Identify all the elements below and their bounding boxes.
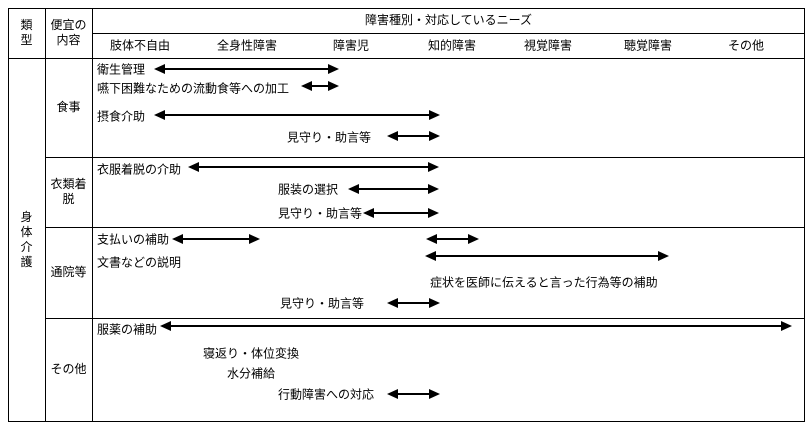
column-header-4: 知的障害 [427,38,477,53]
column-header-3: 障害児 [332,38,370,53]
type-header-cell: 類型 [8,8,45,58]
need-item-label: 見守り・助言等 [280,296,365,311]
range-arrow [154,64,339,74]
category-label: 食事 [56,100,81,114]
need-item-label: 支払いの補助 [97,232,170,247]
need-item-label: 水分補給 [227,366,276,381]
grid-hline-section [45,157,805,158]
range-arrow [387,298,440,308]
column-header-6: 聴覚障害 [623,38,673,53]
range-arrow [301,81,339,91]
needs-header-label: 障害種別・対応しているニーズ [364,13,533,27]
need-item-label: 症状を医師に伝えると言った行為等の補助 [430,275,658,290]
needs-header-cell: 障害種別・対応しているニーズ [92,8,805,33]
grid-vline-type [45,8,46,422]
need-item-label: 見守り・助言等 [287,130,372,145]
range-arrow [348,184,439,194]
range-arrow [426,234,479,244]
range-arrow [425,251,669,261]
category-label: 通院等 [50,265,87,279]
need-item-label: 寝返り・体位変換 [203,346,300,361]
need-item-label: 見守り・助言等 [278,206,363,221]
need-item-label: 摂食介助 [97,109,146,124]
range-arrow [172,234,260,244]
type-header-label: 類型 [20,18,33,47]
category-cell: 通院等 [45,227,92,318]
content-header-label: 便宜の内容 [50,18,87,47]
category-label: その他 [50,362,87,376]
need-item-label: 行動障害への対応 [278,387,375,402]
table-outline [8,8,805,422]
grid-vline-content [92,8,93,422]
range-arrow [188,162,439,172]
column-header-7: その他 [727,38,765,53]
range-arrow [363,208,439,218]
range-arrow [154,110,440,120]
category-cell: 食事 [45,58,92,157]
need-item-label: 文書などの説明 [97,255,182,270]
content-header-cell: 便宜の内容 [45,8,92,58]
column-header-5: 視覚障害 [523,38,573,53]
category-cell: その他 [45,318,92,421]
grid-hline-section [45,318,805,319]
category-label: 衣類着脱 [50,177,87,206]
type-value-cell: 身体介護 [8,58,45,421]
range-arrow [387,389,440,399]
grid-hline-section [45,227,805,228]
need-item-label: 服装の選択 [278,182,339,197]
need-item-label: 衣服着脱の介助 [97,162,182,177]
type-value-label: 身体介護 [20,209,33,269]
need-item-label: 衛生管理 [97,62,146,77]
column-header-1: 肢体不自由 [109,38,171,53]
column-header-2: 全身性障害 [216,38,278,53]
grid-hline-subheader [92,33,805,34]
range-arrow [387,131,440,141]
range-arrow [160,321,792,331]
need-item-label: 服薬の補助 [97,322,158,337]
need-item-label: 嚥下困難なための流動食等への加工 [97,81,290,96]
grid-hline-headerbottom [8,58,805,59]
category-cell: 衣類着脱 [45,157,92,227]
